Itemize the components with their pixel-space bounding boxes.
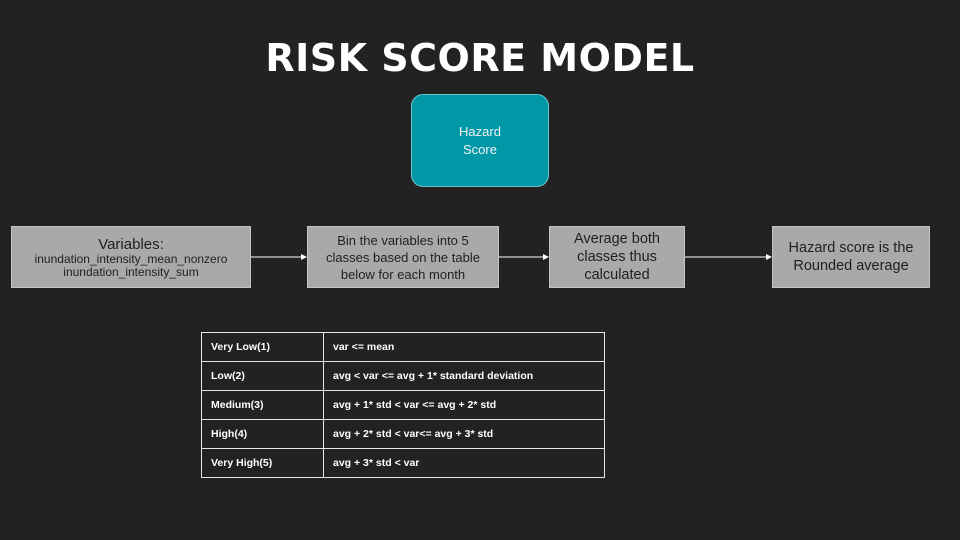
table-row: Medium(3) avg + 1* std < var <= avg + 2*… [201, 390, 605, 420]
page-title: RISK SCORE MODEL [265, 36, 695, 80]
rule-cell: avg + 1* std < var <= avg + 2* std [323, 390, 605, 420]
table-row: Very High(5) avg + 3* std < var [201, 448, 605, 478]
class-cell: Very Low(1) [201, 332, 324, 362]
class-cell: High(4) [201, 419, 324, 449]
rule-cell: avg + 2* std < var<= avg + 3* std [323, 419, 605, 449]
variable-item: inundation_intensity_sum [63, 264, 199, 279]
variables-box: Variables: inundation_intensity_mean_non… [11, 226, 251, 288]
bin-variables-text: Bin the variables into 5 classes based o… [326, 232, 480, 282]
hazard-score-label-line1: Hazard [459, 123, 501, 139]
table-row: High(4) avg + 2* std < var<= avg + 3* st… [201, 419, 605, 449]
hazard-score-box: Hazard Score [411, 94, 549, 187]
class-cell: Low(2) [201, 361, 324, 391]
variables-heading: Variables: [98, 235, 164, 253]
table-row: Low(2) avg < var <= avg + 1* standard de… [201, 361, 605, 391]
bin-variables-box: Bin the variables into 5 classes based o… [307, 226, 499, 288]
hazard-score-result-text: Hazard score is the Rounded average [788, 240, 914, 274]
hazard-score-result-box: Hazard score is the Rounded average [772, 226, 930, 288]
rule-cell: avg < var <= avg + 1* standard deviation [323, 361, 605, 391]
classes-table: Very Low(1) var <= mean Low(2) avg < var… [201, 332, 605, 478]
variable-item: inundation_intensity_mean_nonzero [34, 251, 228, 266]
hazard-score-label-line2: Score [463, 141, 497, 157]
class-cell: Medium(3) [201, 390, 324, 420]
rule-cell: avg + 3* std < var [323, 448, 605, 478]
rule-cell: var <= mean [323, 332, 605, 362]
class-cell: Very High(5) [201, 448, 324, 478]
average-classes-box: Average both classes thus calculated [549, 226, 685, 288]
average-classes-text: Average both classes thus calculated [574, 231, 660, 283]
table-row: Very Low(1) var <= mean [201, 332, 605, 362]
